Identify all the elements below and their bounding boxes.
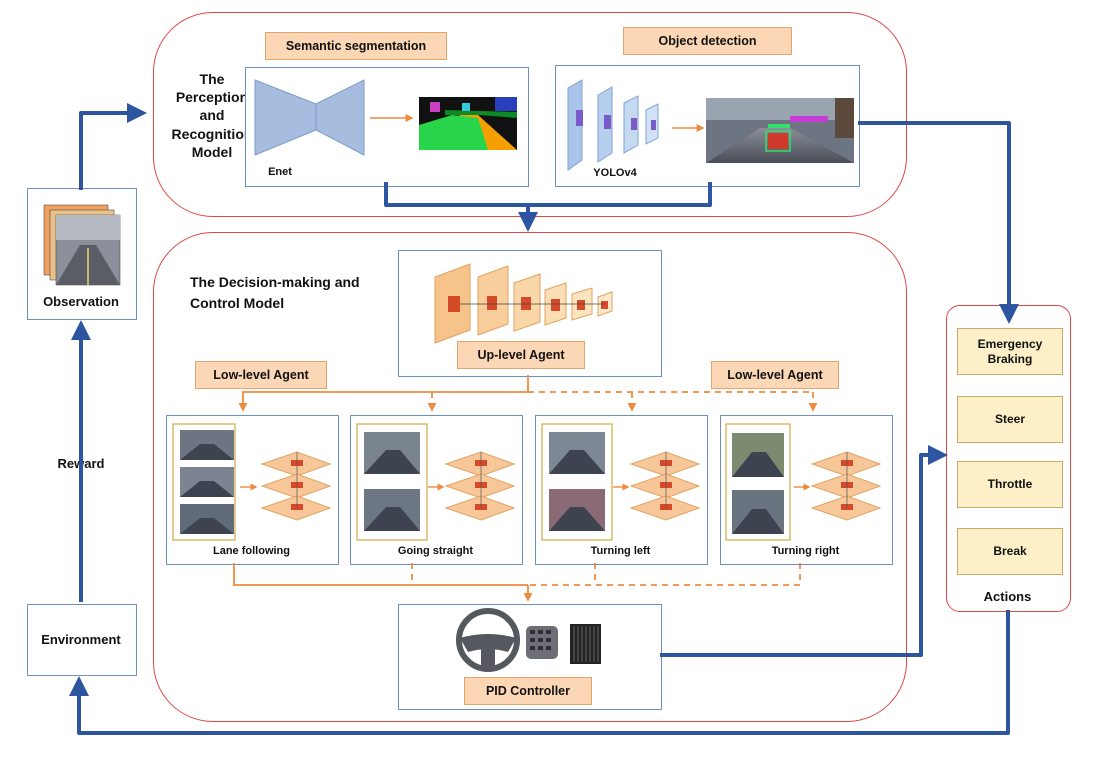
actions-to-environment-connector <box>69 610 1010 735</box>
throttle-pedal-icon <box>570 624 601 664</box>
lane-following-illustration <box>172 423 332 541</box>
going-straight-illustration <box>356 423 516 541</box>
decision-title: The Decision-making and Control Model <box>190 274 360 311</box>
lane-following-collect <box>233 563 528 586</box>
environment-box <box>27 604 137 676</box>
turning-left-label: Turning left <box>590 545 651 557</box>
action-steer: Steer <box>957 396 1063 443</box>
perception-title: The Perception and Recognition Model <box>171 71 253 160</box>
up-level-agent-tag: Up-level Agent <box>457 341 585 369</box>
detection-to-emergency-connector <box>858 121 1019 324</box>
action-break: Break <box>957 528 1063 575</box>
observation-to-perception-connector <box>79 103 147 190</box>
object-detection-tag: Object detection <box>623 27 792 55</box>
up-level-agent-network-icon <box>434 263 613 344</box>
action-throttle: Throttle <box>957 461 1063 508</box>
brake-pedal-icon <box>526 626 558 659</box>
steering-wheel-icon <box>456 608 520 672</box>
agent-dispatch-solid <box>238 391 528 412</box>
semantic-segmentation-tag: Semantic segmentation <box>265 32 447 60</box>
observation-image-stack <box>43 204 121 286</box>
pid-to-actions-connector <box>660 445 948 657</box>
environment-label: Environment <box>41 632 121 647</box>
low-level-agent-left-tag: Low-level Agent <box>195 361 327 389</box>
yolov4-label: YOLOv4 <box>593 167 637 179</box>
low-level-agent-right-tag: Low-level Agent <box>711 361 839 389</box>
lane-following-label: Lane following <box>213 545 290 557</box>
observation-label: Observation <box>43 294 119 309</box>
detection-output-image <box>706 98 854 163</box>
enet-label: Enet <box>268 166 292 178</box>
turning-left-illustration <box>541 423 701 541</box>
yolov4-network-icon <box>567 79 659 171</box>
turning-right-label: Turning right <box>771 545 840 557</box>
enet-network-icon <box>254 79 365 156</box>
turning-right-illustration <box>725 423 882 541</box>
perception-merge-connector <box>384 182 712 207</box>
pid-controller-tag: PID Controller <box>464 677 592 705</box>
action-emergency-braking: Emergency Braking <box>957 328 1063 375</box>
actions-title: Actions <box>983 589 1032 604</box>
going-straight-label: Going straight <box>397 545 474 557</box>
segmentation-output-image <box>419 97 517 150</box>
